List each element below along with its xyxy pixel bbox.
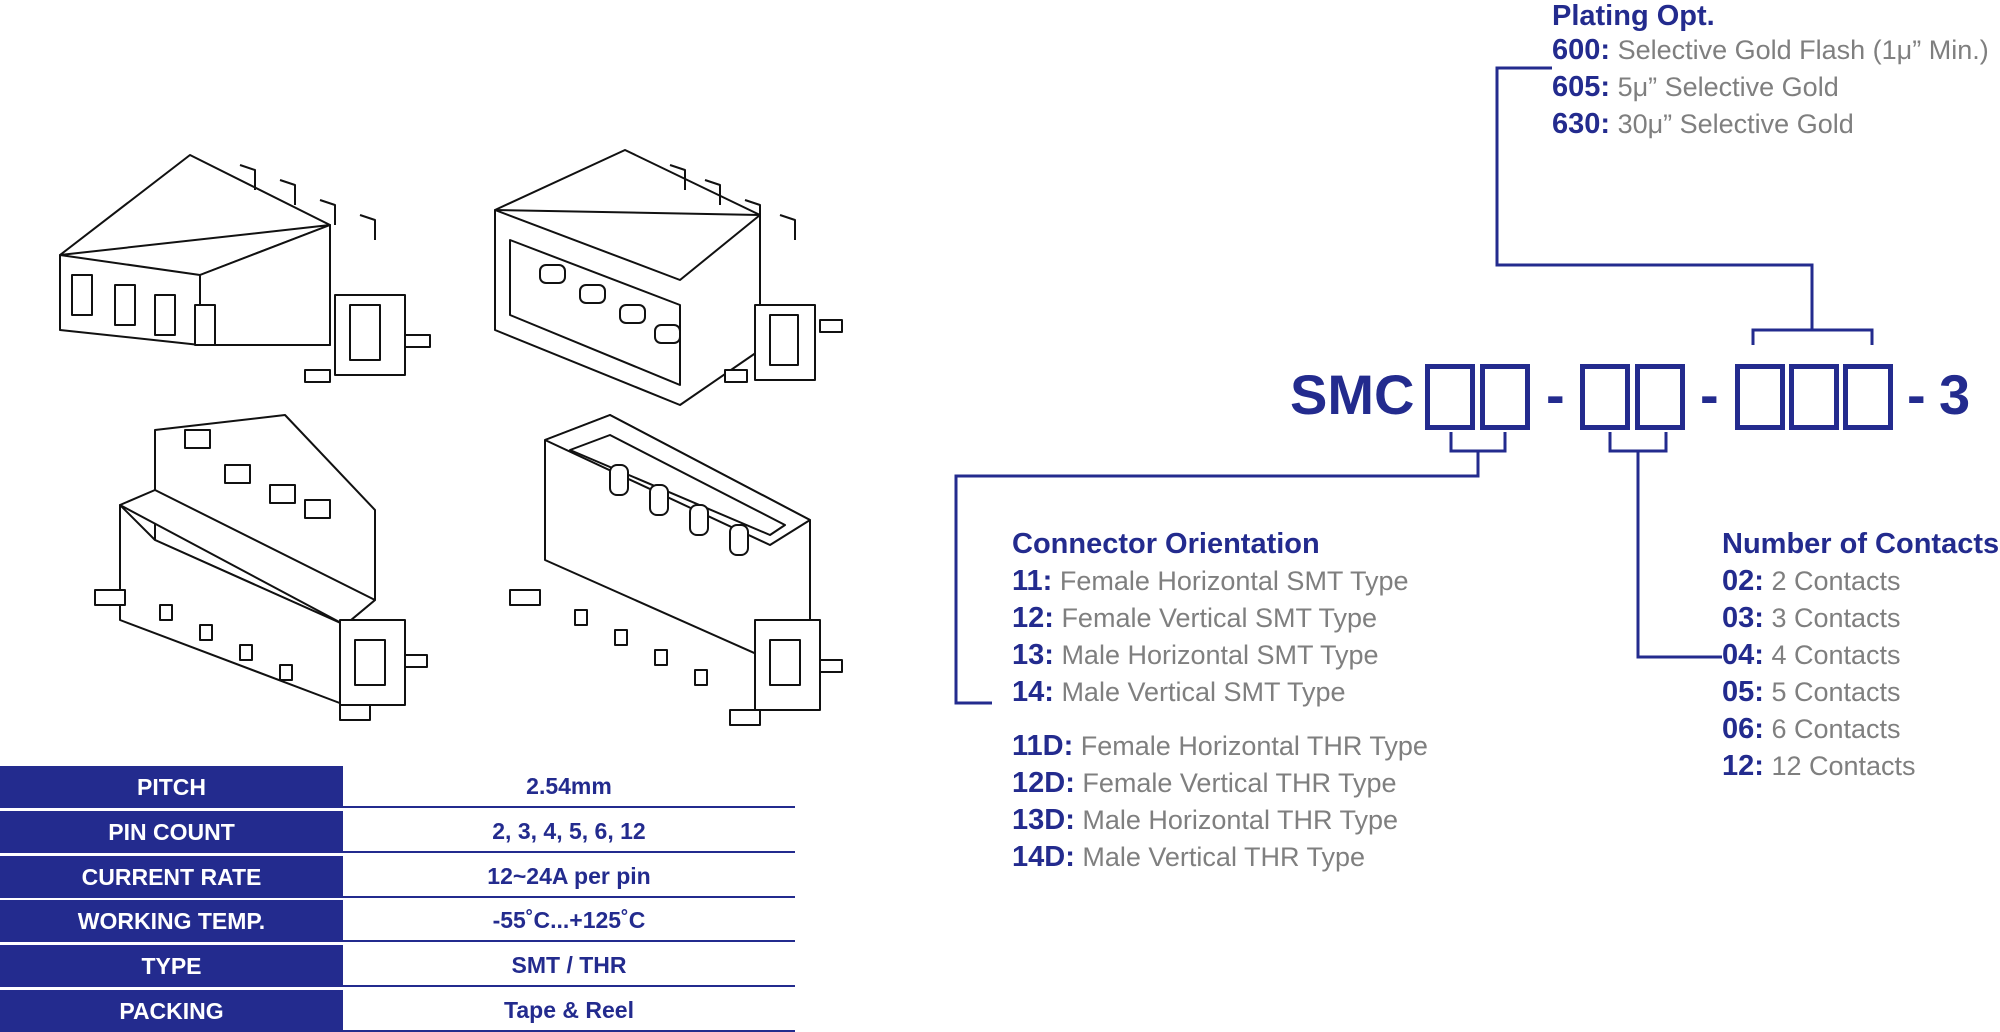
spec-label: WORKING TEMP.	[0, 900, 343, 942]
female-vertical-drawing	[94, 414, 428, 721]
orientation-option: 11D: Female Horizontal THR Type	[1012, 730, 1428, 763]
option-code: 14D:	[1012, 841, 1075, 873]
spec-value: 2, 3, 4, 5, 6, 12	[343, 811, 795, 853]
option-desc: 4 Contacts	[1771, 640, 1901, 670]
option-desc: Male Vertical THR Type	[1082, 842, 1365, 872]
option-code: 12:	[1012, 602, 1054, 634]
option-desc: Male Horizontal THR Type	[1082, 805, 1399, 835]
option-code: 04:	[1722, 639, 1764, 671]
spec-label: PACKING	[0, 990, 343, 1032]
plating-title: Plating Opt.	[1552, 0, 1715, 32]
option-code: 630:	[1552, 108, 1611, 140]
contacts-box-1	[1580, 364, 1630, 430]
spec-label: PIN COUNT	[0, 811, 343, 853]
contacts-box-2	[1635, 364, 1685, 430]
contacts-option: 05: 5 Contacts	[1722, 676, 1901, 709]
option-desc: 6 Contacts	[1771, 714, 1901, 744]
option-desc: Female Horizontal THR Type	[1080, 731, 1428, 761]
option-desc: 3 Contacts	[1771, 603, 1901, 633]
option-desc: 12 Contacts	[1771, 751, 1916, 781]
option-code: 12D:	[1012, 767, 1075, 799]
spec-label: CURRENT RATE	[0, 856, 343, 898]
plating-option: 605: 5μ” Selective Gold	[1552, 71, 1839, 104]
male-vertical-drawing	[509, 414, 843, 726]
option-code: 06:	[1722, 713, 1764, 745]
spec-value: 2.54mm	[343, 766, 795, 808]
orientation-option: 14D: Male Vertical THR Type	[1012, 841, 1365, 874]
option-desc: 30μ” Selective Gold	[1617, 109, 1854, 139]
option-desc: Female Vertical THR Type	[1082, 768, 1397, 798]
plating-box-3	[1843, 364, 1893, 430]
option-desc: Female Horizontal SMT Type	[1059, 566, 1409, 596]
plating-option: 600: Selective Gold Flash (1μ” Min.)	[1552, 34, 1989, 67]
contacts-option: 06: 6 Contacts	[1722, 713, 1901, 746]
spec-value: 12~24A per pin	[343, 856, 795, 898]
orientation-option: 14: Male Vertical SMT Type	[1012, 676, 1346, 709]
option-code: 03:	[1722, 602, 1764, 634]
part-number-prefix: SMC	[1290, 363, 1415, 426]
spec-value: SMT / THR	[343, 945, 795, 987]
part-number-suffix: 3	[1939, 363, 1971, 426]
spec-label: TYPE	[0, 945, 343, 987]
option-desc: Male Vertical SMT Type	[1061, 677, 1346, 707]
plating-box-2	[1789, 364, 1839, 430]
part-number-dash: -	[1907, 363, 1926, 426]
option-code: 600:	[1552, 34, 1611, 66]
contacts-option: 02: 2 Contacts	[1722, 565, 1901, 598]
option-code: 14:	[1012, 676, 1054, 708]
option-desc: 2 Contacts	[1771, 566, 1901, 596]
part-number-dash: -	[1546, 363, 1565, 426]
contacts-option: 03: 3 Contacts	[1722, 602, 1901, 635]
male-horizontal-drawing	[494, 149, 843, 406]
plating-box-1	[1735, 364, 1785, 430]
spec-label: PITCH	[0, 766, 343, 808]
plating-option: 630: 30μ” Selective Gold	[1552, 108, 1854, 141]
option-desc: Male Horizontal SMT Type	[1061, 640, 1379, 670]
spec-value: -55˚C...+125˚C	[343, 900, 795, 942]
option-code: 02:	[1722, 565, 1764, 597]
orientation-option: 12D: Female Vertical THR Type	[1012, 767, 1397, 800]
part-number-dash: -	[1700, 363, 1719, 426]
option-code: 13:	[1012, 639, 1054, 671]
spec-value: Tape & Reel	[343, 990, 795, 1032]
option-code: 05:	[1722, 676, 1764, 708]
option-desc: Female Vertical SMT Type	[1061, 603, 1378, 633]
option-desc: 5 Contacts	[1771, 677, 1901, 707]
option-code: 11:	[1012, 565, 1053, 597]
orientation-option: 13D: Male Horizontal THR Type	[1012, 804, 1398, 837]
orientation-box-1	[1425, 364, 1475, 430]
option-desc: Selective Gold Flash (1μ” Min.)	[1617, 35, 1989, 65]
connector-drawings	[59, 149, 843, 726]
orientation-option: 12: Female Vertical SMT Type	[1012, 602, 1377, 635]
orientation-box-2	[1480, 364, 1530, 430]
female-horizontal-drawing	[59, 154, 431, 383]
option-code: 605:	[1552, 71, 1611, 103]
orientation-title: Connector Orientation	[1012, 528, 1320, 560]
contacts-option: 04: 4 Contacts	[1722, 639, 1901, 672]
option-desc: 5μ” Selective Gold	[1617, 72, 1839, 102]
contacts-title: Number of Contacts	[1722, 528, 2000, 560]
orientation-option: 13: Male Horizontal SMT Type	[1012, 639, 1379, 672]
option-code: 11D:	[1012, 730, 1074, 762]
option-code: 12:	[1722, 750, 1764, 782]
option-code: 13D:	[1012, 804, 1075, 836]
orientation-option: 11: Female Horizontal SMT Type	[1012, 565, 1408, 598]
contacts-option: 12: 12 Contacts	[1722, 750, 1916, 783]
